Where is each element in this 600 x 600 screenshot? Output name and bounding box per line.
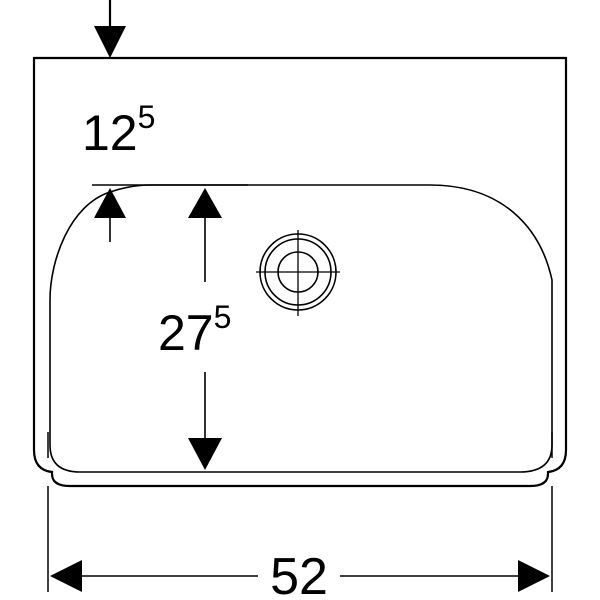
width-dimension [50, 560, 550, 592]
rim-depth-arrow [94, 188, 126, 242]
bowl-depth-dimension [188, 188, 222, 470]
basin-bowl-outline [49, 184, 553, 473]
rim-reference-arrow [94, 0, 126, 58]
rim-depth-superscript: 5 [138, 99, 156, 135]
rim-depth-label: 125 [82, 99, 155, 161]
bowl-depth-label: 275 [158, 299, 231, 361]
tap-hole-symbol [256, 230, 340, 316]
width-label: 52 [270, 548, 328, 600]
bowl-depth-value: 27 [158, 305, 214, 361]
rim-depth-value: 12 [82, 105, 138, 161]
bowl-depth-superscript: 5 [214, 299, 232, 335]
basin-outer-outline [32, 56, 568, 488]
